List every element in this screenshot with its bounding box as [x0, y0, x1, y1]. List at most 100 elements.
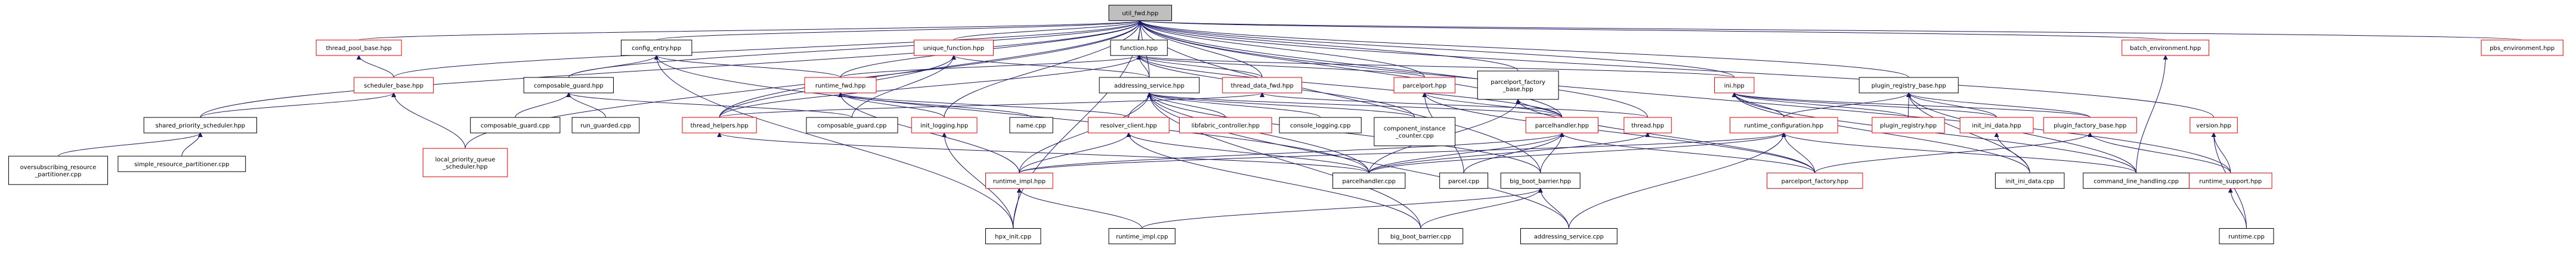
node-box — [1714, 77, 1755, 94]
edge-n0-n47 — [1137, 20, 2231, 173]
node-thread-pool-base-hpp[interactable]: thread_pool_base.hpp — [316, 39, 402, 56]
edge-n36-n42 — [1731, 92, 2091, 118]
node-init-ini-data-hpp[interactable]: init_ini_data.hpp — [1959, 117, 2034, 133]
node-plugin-registry-base-hpp[interactable]: plugin_registry_base.hpp — [1858, 77, 1959, 94]
edge-n0-n39 — [1138, 20, 1909, 78]
node-init-ini-data-cpp[interactable]: init_ini_data.cpp — [1994, 172, 2065, 189]
node-version-hpp[interactable]: version.hpp — [2190, 117, 2238, 133]
node-thread-helpers-hpp[interactable]: thread_helpers.hpp — [682, 117, 757, 133]
edge-n19-n29 — [1126, 132, 1369, 173]
node-init-logging-hpp[interactable]: init_logging.hpp — [911, 117, 978, 133]
node-runtime-impl-cpp[interactable]: runtime_impl.cpp — [1108, 228, 1176, 244]
node-label: init_ini_data.cpp — [2005, 178, 2054, 185]
edge-n0-n3 — [200, 20, 1143, 118]
node-oversubscribing-resource-partitioner-cpp[interactable]: oversubscribing_resource_partitioner.cpp — [8, 155, 109, 185]
node-box — [2481, 39, 2563, 56]
edge-n0-n36 — [1137, 20, 1735, 78]
node-big-boot-barrier-hpp[interactable]: big_boot_barrier.hpp — [1500, 172, 1581, 189]
nodes-layer: util_fwd.hpp thread_pool_base.hpp schedule… — [8, 5, 2563, 244]
node-runtime-configuration-hpp[interactable]: runtime_configuration.hpp — [1730, 117, 1838, 133]
edge-n0-n46 — [1137, 20, 2215, 118]
node-component-instance-counter-cpp[interactable]: component_instance_counter.cpp — [1374, 117, 1456, 147]
node-composable-guard-hpp[interactable]: composable_guard.hpp — [523, 77, 614, 94]
edge-n23-n15 — [719, 92, 1264, 118]
node-box — [1087, 117, 1170, 133]
node-libfabric-controller-hpp[interactable]: libfabric_controller.hpp — [1179, 117, 1272, 133]
node-box — [422, 148, 508, 177]
edge-n2-n3 — [200, 92, 396, 118]
node-label: ini.hpp — [1724, 83, 1745, 89]
node-box — [1332, 172, 1406, 189]
node-label: scheduler_base.hpp — [364, 83, 423, 89]
node-runtime-cpp[interactable]: runtime.cpp — [2219, 228, 2274, 244]
node-hpx-init-cpp[interactable]: hpx_init.cpp — [985, 228, 1041, 244]
node-run-guarded-cpp[interactable]: run_guarded.cpp — [571, 117, 640, 133]
edge-n7-n32 — [654, 55, 1014, 229]
node-box — [470, 117, 561, 133]
node-name-cpp[interactable]: name.cpp — [1009, 117, 1053, 133]
edge-n27-n29 — [1368, 132, 1650, 173]
node-parcelport-hpp[interactable]: parcelport.hpp — [1393, 77, 1456, 94]
edge-n31-n33 — [1142, 188, 1543, 229]
node-label: runtime.cpp — [2228, 234, 2265, 241]
node-composable-guard-cpp[interactable]: composable_guard.cpp — [806, 117, 898, 133]
node-shared-priority-scheduler-hpp[interactable]: shared_priority_scheduler.hpp — [143, 117, 257, 133]
node-config-entry-hpp[interactable]: config_entry.hpp — [620, 39, 692, 56]
node-parcelhandler-hpp[interactable]: parcelhandler.hpp — [1525, 117, 1599, 133]
node-plugin-factory-base-hpp[interactable]: plugin_factory_base.hpp — [2043, 117, 2137, 133]
node-label: name.cpp — [1016, 123, 1046, 129]
node-composable-guard-cpp[interactable]: composable_guard.cpp — [470, 117, 561, 133]
node-parcel-cpp[interactable]: parcel.cpp — [1439, 172, 1489, 189]
node-parcelport-factory-base-hpp[interactable]: parcelport_factory_base.hpp — [1477, 70, 1559, 100]
node-label: runtime_fwd.hpp — [815, 83, 865, 89]
node-label: plugin_registry.hpp — [1880, 123, 1937, 129]
node-label: parcel.cpp — [1448, 178, 1479, 185]
node-console-logging-cpp[interactable]: console_logging.cpp — [1279, 117, 1362, 133]
node-box — [1439, 172, 1489, 189]
node-label: runtime_support.hpp — [2199, 178, 2262, 185]
node-resolver-client-hpp[interactable]: resolver_client.hpp — [1087, 117, 1170, 133]
node-thread-hpp[interactable]: thread.hpp — [1623, 117, 1672, 133]
edge-n7-n14 — [654, 55, 841, 78]
edge-n13-n14 — [840, 55, 1142, 78]
node-unique-function-hpp[interactable]: unique_function.hpp — [914, 39, 994, 56]
edge-n8-n9 — [515, 92, 571, 118]
node-runtime-support-hpp[interactable]: runtime_support.hpp — [2188, 172, 2272, 189]
edge-n11-n18 — [951, 55, 1150, 78]
node-label: thread_pool_base.hpp — [326, 45, 392, 52]
node-addressing-service-cpp[interactable]: addressing_service.cpp — [1520, 228, 1618, 244]
node-box — [985, 172, 1053, 189]
node-function-hpp[interactable]: function.hpp — [1110, 39, 1168, 56]
edge-n26-n28 — [1019, 132, 1564, 173]
node-parcelport-factory-hpp[interactable]: parcelport_factory.hpp — [1767, 172, 1863, 189]
node-label: plugin_registry_base.hpp — [1872, 83, 1946, 89]
node-label: init_logging.hpp — [920, 123, 968, 129]
node-ini-hpp[interactable]: ini.hpp — [1714, 77, 1755, 94]
edge-n25-n38 — [1516, 98, 1816, 173]
node-util-fwd-hpp[interactable]: util_fwd.hpp — [1108, 5, 1172, 21]
edge-n0-n23 — [1137, 20, 1263, 78]
node-simple-resource-partitioner-cpp[interactable]: simple_resource_partitioner.cpp — [117, 155, 246, 172]
node-batch-environment-hpp[interactable]: batch_environment.hpp — [2122, 39, 2210, 56]
node-label: shared_priority_scheduler.hpp — [156, 123, 245, 129]
node-pbs-environment-hpp[interactable]: pbs_environment.hpp — [2481, 39, 2563, 56]
node-scheduler-base-hpp[interactable]: scheduler_base.hpp — [354, 77, 434, 94]
node-parcelhandler-cpp[interactable]: parcelhandler.cpp — [1332, 172, 1406, 189]
node-runtime-impl-hpp[interactable]: runtime_impl.hpp — [985, 172, 1053, 189]
node-big-boot-barrier-cpp[interactable]: big_boot_barrier.cpp — [1378, 228, 1464, 244]
node-box — [1108, 5, 1172, 21]
node-label: util_fwd.hpp — [1122, 11, 1158, 17]
node-thread-data-fwd-hpp[interactable]: thread_data_fwd.hpp — [1222, 77, 1303, 94]
node-label: parcelport_factory — [1490, 79, 1545, 86]
node-box — [1994, 172, 2065, 189]
node-addressing-service-hpp[interactable]: addressing_service.hpp — [1099, 77, 1200, 94]
edge-n0-n27 — [1137, 20, 1649, 118]
node-box — [806, 117, 898, 133]
node-command-line-handling-cpp[interactable]: command_line_handling.cpp — [2083, 172, 2190, 189]
node-plugin-registry-hpp[interactable]: plugin_registry.hpp — [1872, 117, 1945, 133]
node-runtime-fwd-hpp[interactable]: runtime_fwd.hpp — [804, 77, 877, 94]
node-local-priority-queue-scheduler-hpp[interactable]: local_priority_queue_scheduler.hpp — [422, 148, 508, 177]
edge-n14-n17 — [838, 92, 1032, 118]
node-label: parcelport_factory.hpp — [1782, 178, 1848, 185]
